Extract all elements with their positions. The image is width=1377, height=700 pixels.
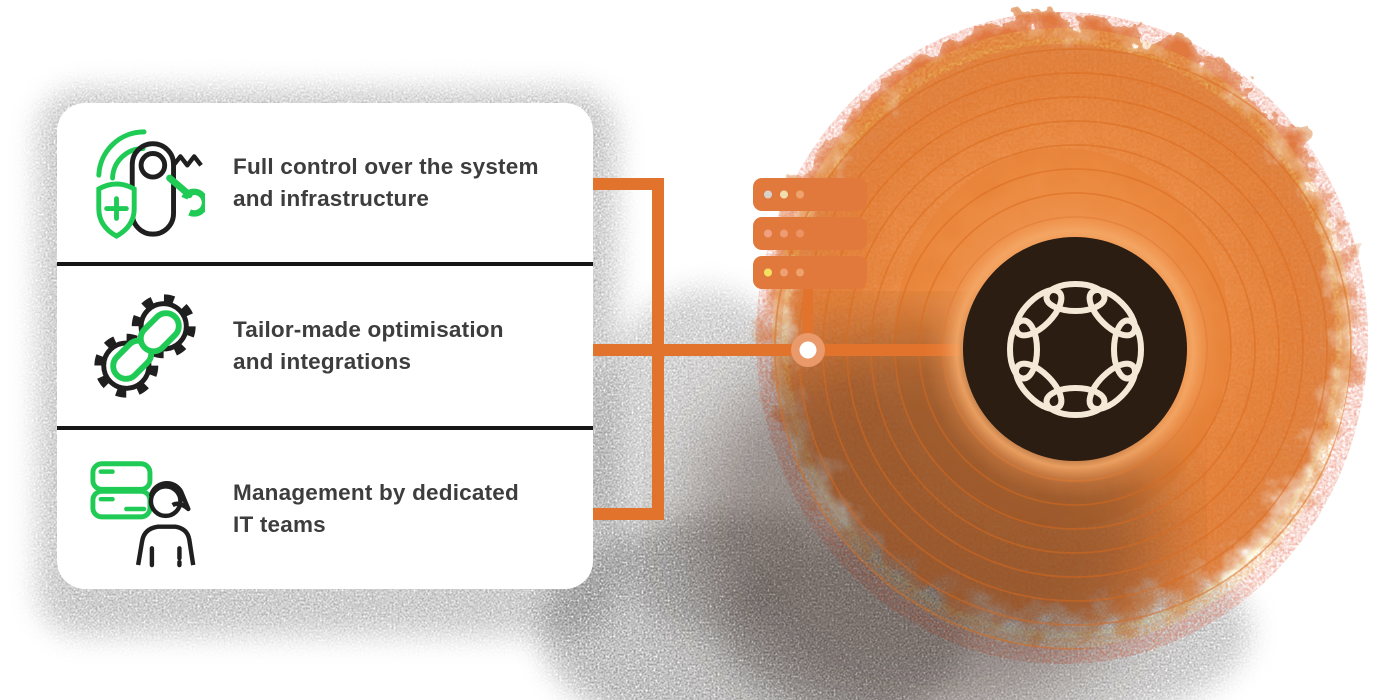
server-admin-person-icon	[87, 450, 205, 568]
feature-title-line1: Full control over the system	[233, 153, 539, 179]
feature-row-optimisation: Tailor-made optimisation and integration…	[57, 262, 593, 425]
feature-title-line1: Management by dedicated	[233, 480, 519, 506]
feature-title: Full control over the system and infrast…	[233, 151, 539, 215]
feature-title: Tailor-made optimisation and integration…	[233, 314, 504, 378]
feature-title: Management by dedicated IT teams	[233, 477, 519, 541]
logo-badge	[963, 237, 1187, 461]
gears-chain-link-icon	[87, 287, 205, 405]
knot-ring-logo	[1007, 281, 1144, 418]
server-led-dots	[764, 190, 804, 277]
security-swiss-knife-icon	[87, 124, 205, 242]
feature-row-management: Management by dedicated IT teams	[57, 425, 593, 589]
connector-junction-dot	[791, 333, 825, 367]
server-rack-icon	[753, 178, 867, 289]
feature-title-line2: and integrations	[233, 348, 412, 374]
feature-title-line2: and infrastructure	[233, 185, 430, 211]
feature-title-line1: Tailor-made optimisation	[233, 316, 504, 342]
feature-title-line2: IT teams	[233, 512, 326, 538]
feature-card: Full control over the system and infrast…	[57, 103, 593, 589]
feature-row-full-control: Full control over the system and infrast…	[57, 103, 593, 262]
